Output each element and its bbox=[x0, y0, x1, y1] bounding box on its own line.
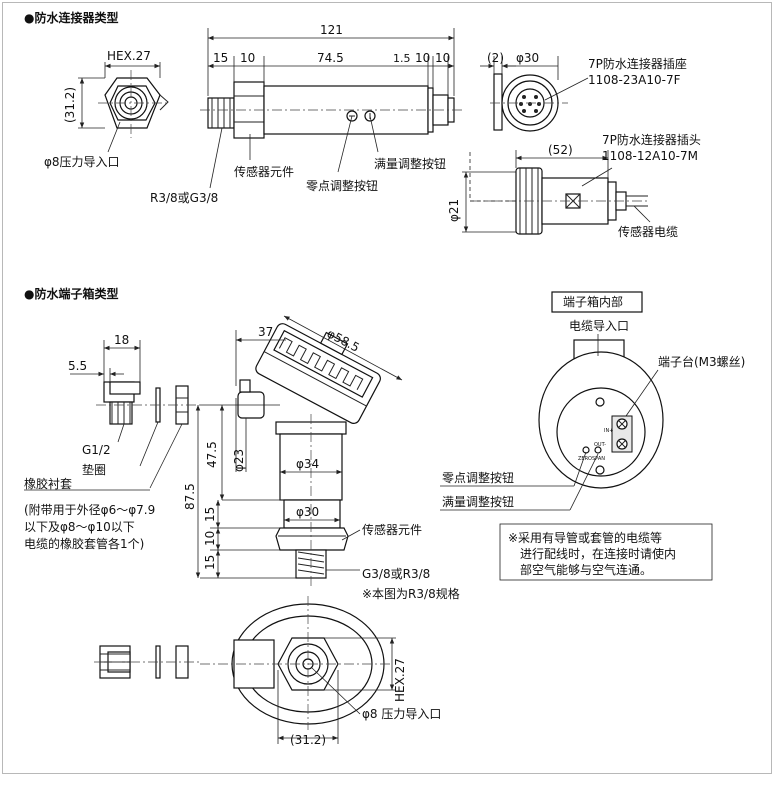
dim-121: 121 bbox=[320, 23, 343, 37]
dim-87-5: 87.5 bbox=[183, 483, 197, 510]
label-pressure-inlet: φ8压力导入口 bbox=[44, 155, 120, 169]
pcb-out-label: OUT- bbox=[594, 442, 606, 448]
dim-31-2-b: (31.2) bbox=[290, 733, 326, 747]
dim-74-5: 74.5 bbox=[317, 51, 344, 65]
gland-parts bbox=[96, 381, 200, 425]
dim-15b: 15 bbox=[203, 555, 217, 570]
dim-10: 10 bbox=[203, 531, 217, 546]
label-rubber-note1: (附带用于外径φ6～φ7.9 bbox=[24, 503, 155, 517]
dim-phi-30-b: φ30 bbox=[296, 505, 319, 519]
dim-10c: 10 bbox=[435, 51, 450, 65]
terminal-box-side-view bbox=[237, 323, 381, 588]
dim-5-5: 5.5 bbox=[68, 359, 87, 373]
dim-52: (52) bbox=[548, 143, 573, 157]
note-line-1: ※采用有导管或套管的电缆等 bbox=[508, 530, 662, 545]
dim-37: 37 bbox=[258, 325, 273, 339]
dim-10b: 10 bbox=[415, 51, 430, 65]
label-thread-note: ※本图为R3/8规格 bbox=[362, 586, 460, 601]
dim-1-5: 1.5 bbox=[393, 52, 411, 65]
dim-hex-27-b: HEX.27 bbox=[393, 658, 407, 702]
plug-assembly bbox=[470, 167, 650, 235]
label-thread-2: G3/8或R3/8 bbox=[362, 567, 430, 581]
note-line-2: 进行配线时，在连接时请使内 bbox=[520, 546, 676, 561]
label-thread: R3/8或G3/8 bbox=[150, 191, 218, 205]
terminal-box-inside-view: IN+ OUT- ZERO SPAN bbox=[538, 291, 664, 489]
label-zero-button-2: 零点调整按钮 bbox=[442, 470, 514, 485]
label-pressure-inlet-2: φ8 压力导入口 bbox=[362, 707, 441, 721]
label-cable-inlet: 电缆导入口 bbox=[569, 319, 629, 333]
dim-18: 18 bbox=[114, 333, 129, 347]
connector-end-view bbox=[98, 70, 170, 138]
dim-phi-30: φ30 bbox=[516, 51, 539, 65]
label-rubber-note2: 以下及φ8～φ10以下 bbox=[24, 520, 135, 534]
dim-phi-34: φ34 bbox=[296, 457, 319, 471]
label-zero-button: 零点调整按钮 bbox=[306, 178, 378, 193]
dim-hex-27: HEX.27 bbox=[107, 49, 151, 63]
dim-10a: 10 bbox=[240, 51, 255, 65]
label-sensor-element-2: 传感器元件 bbox=[362, 522, 422, 537]
label-span-button-2: 满量调整按钮 bbox=[442, 494, 514, 509]
label-socket-model: 1108-23A10-7F bbox=[588, 73, 681, 87]
dim-phi-23: φ23 bbox=[232, 449, 246, 472]
terminal-box-top-view bbox=[94, 596, 392, 730]
dim-15a: 15 bbox=[203, 507, 217, 522]
label-cable: 传感器电缆 bbox=[618, 224, 678, 239]
pcb-zero-label: ZERO bbox=[578, 456, 592, 462]
label-span-button: 满量调整按钮 bbox=[374, 156, 446, 171]
dim-47-5: 47.5 bbox=[205, 441, 219, 468]
socket-end-view bbox=[490, 73, 568, 132]
label-plug-name: 7P防水连接器插头 bbox=[602, 132, 701, 147]
label-g12: G1/2 bbox=[82, 443, 111, 457]
note-box bbox=[499, 523, 713, 581]
label-gasket: 垫圈 bbox=[82, 462, 106, 477]
dim-2: (2) bbox=[487, 51, 504, 65]
pcb-span-label: SPAN bbox=[592, 456, 605, 462]
label-plug-model: 1108-12A10-7M bbox=[602, 149, 698, 163]
note-line-3: 部空气能够与空气连通。 bbox=[520, 562, 652, 577]
connector-section-heading: ●防水连接器类型 bbox=[24, 10, 118, 25]
dim-15: 15 bbox=[213, 51, 228, 65]
label-rubber: 橡胶衬套 bbox=[24, 476, 72, 491]
dim-31-2: (31.2) bbox=[63, 87, 77, 123]
terminal-section-heading: ●防水端子箱类型 bbox=[24, 286, 118, 301]
label-socket-name: 7P防水连接器插座 bbox=[588, 56, 687, 71]
dim-phi-21: φ21 bbox=[447, 199, 461, 222]
label-terminal-block: 端子台(M3螺丝) bbox=[658, 354, 745, 369]
connector-body bbox=[200, 81, 462, 139]
label-box-inside: 端子箱内部 bbox=[563, 294, 623, 309]
label-rubber-note3: 电缆的橡胶套管各1个) bbox=[24, 536, 144, 551]
pcb-in-label: IN+ bbox=[604, 428, 613, 434]
label-sensor-element: 传感器元件 bbox=[234, 164, 294, 179]
